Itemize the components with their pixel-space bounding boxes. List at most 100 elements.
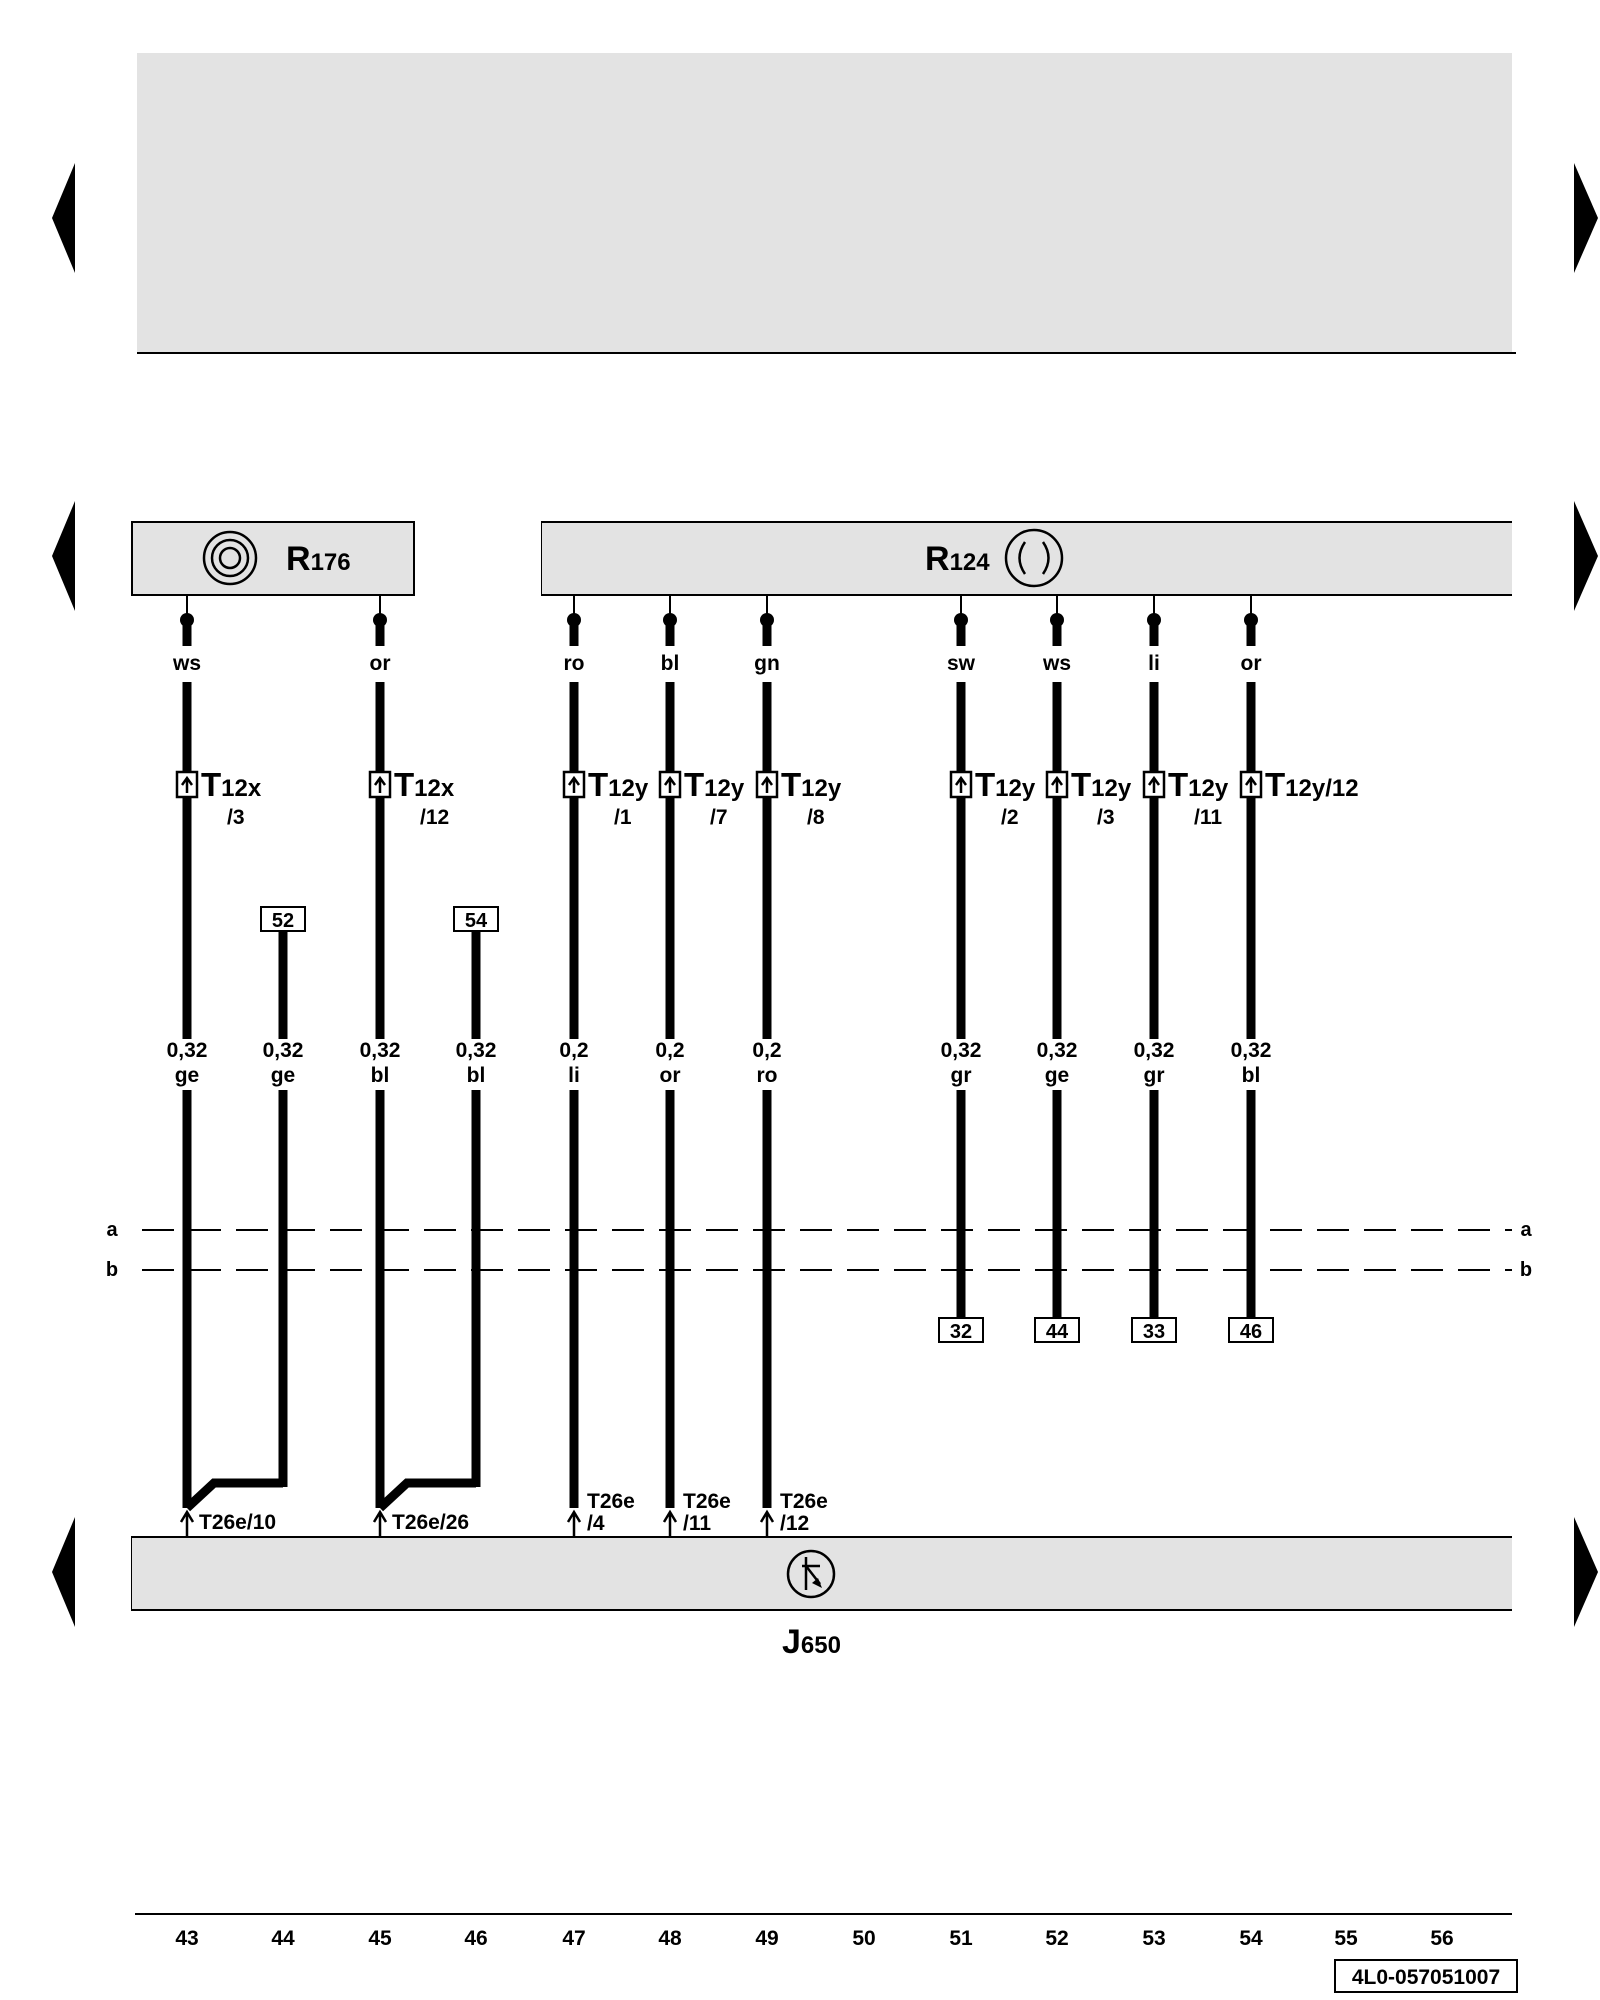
scale-number: 51	[949, 1927, 973, 1950]
wire-segment	[471, 931, 481, 1039]
wire-segment	[956, 797, 966, 1039]
connector-arrow	[180, 775, 194, 793]
connector-label: T12y	[684, 766, 745, 803]
control-unit-icon	[786, 1549, 836, 1599]
wire-stub	[182, 622, 192, 646]
wire-top-color: sw	[947, 652, 976, 675]
wire-segment	[1246, 797, 1256, 1039]
speaker-icon	[202, 530, 258, 586]
wire-color: ge	[1045, 1064, 1070, 1087]
line-label-b-left: b	[106, 1259, 118, 1281]
scale-number: 56	[1430, 1927, 1453, 1950]
ref-number: 44	[1046, 1321, 1069, 1343]
pin-sub-label: /12	[780, 1512, 809, 1535]
connector-label: T12y	[1168, 766, 1229, 803]
wire-segment	[762, 682, 772, 772]
wire-segment	[375, 1090, 385, 1508]
pin-label: T26e/10	[199, 1511, 276, 1534]
scale-number: 50	[852, 1927, 875, 1950]
wire-segment	[1246, 1090, 1256, 1318]
connector-sub-label: /3	[227, 806, 245, 829]
connector-sub-label: /2	[1001, 806, 1019, 829]
scale-number: 49	[755, 1927, 778, 1950]
wire-segment	[375, 797, 385, 1039]
wire-gauge: 0,32	[360, 1039, 401, 1062]
wire-stub	[956, 622, 966, 646]
wire-segment	[1149, 797, 1159, 1039]
scale-number: 52	[1045, 1927, 1068, 1950]
connector-arrow	[1147, 775, 1161, 793]
wire-gauge: 0,32	[941, 1039, 982, 1062]
wire-color: ro	[757, 1064, 778, 1087]
scale-number: 44	[271, 1927, 295, 1950]
pin-arrow-icon	[372, 1509, 388, 1537]
nav-prev-arrow-1[interactable]	[52, 163, 75, 273]
wire-gauge: 0,2	[655, 1039, 684, 1062]
wire-segment	[956, 682, 966, 772]
scale-number: 43	[175, 1927, 198, 1950]
wire-junction	[183, 1478, 283, 1512]
wire-gauge: 0,32	[167, 1039, 208, 1062]
line-label-a-left: a	[106, 1219, 118, 1241]
nav-prev-arrow-2[interactable]	[52, 501, 75, 611]
wire-stub	[1149, 622, 1159, 646]
pin-sub-label: /4	[587, 1512, 605, 1535]
connector-sub-label: /8	[807, 806, 825, 829]
connector-label: T12x	[201, 766, 262, 803]
pin-label: T26e	[683, 1490, 731, 1513]
wire-gauge: 0,2	[559, 1039, 588, 1062]
wire-gauge: 0,32	[1231, 1039, 1272, 1062]
wire-stub	[1246, 622, 1256, 646]
pin-arrow-icon	[179, 1509, 195, 1537]
wire-color: or	[660, 1064, 681, 1087]
wire-color: ge	[271, 1064, 296, 1087]
connector-arrow	[954, 775, 968, 793]
component-label-r124: R124	[925, 540, 990, 578]
wire-segment	[1149, 1090, 1159, 1318]
wire-segment	[278, 1090, 288, 1487]
doc-code: 4L0-057051007	[1352, 1966, 1500, 1989]
connector-arrow	[373, 775, 387, 793]
nav-next-arrow-2[interactable]	[1574, 501, 1598, 611]
wire-top-color: li	[1148, 652, 1160, 675]
connector-arrow	[1050, 775, 1064, 793]
sensor-icon	[1004, 528, 1064, 588]
nav-next-arrow-1[interactable]	[1574, 163, 1598, 273]
pin-label: T26e	[780, 1490, 828, 1513]
connector-arrow	[1244, 775, 1258, 793]
ref-box	[453, 906, 499, 932]
wire-segment	[665, 1090, 675, 1508]
wire-stub	[1052, 622, 1062, 646]
wire-gauge: 0,32	[263, 1039, 304, 1062]
doc-code-box	[1334, 1959, 1518, 1993]
wire-stub	[569, 622, 579, 646]
wire-segment	[762, 797, 772, 1039]
ref-box	[260, 906, 306, 932]
wire-segment	[1246, 682, 1256, 772]
wire-top-color: ws	[1042, 652, 1071, 675]
connector-label: T12y	[588, 766, 649, 803]
wire-segment	[956, 1090, 966, 1318]
wire-color: li	[568, 1064, 580, 1087]
nav-next-arrow-3[interactable]	[1574, 1517, 1598, 1627]
pin-arrow-icon	[662, 1509, 678, 1537]
wire-gauge: 0,32	[1134, 1039, 1175, 1062]
wire-top-color: bl	[661, 652, 680, 675]
wire-segment	[182, 682, 192, 772]
wire-segment	[1052, 682, 1062, 772]
wire-segment	[182, 1090, 192, 1508]
ref-box	[1131, 1317, 1177, 1343]
nav-prev-arrow-3[interactable]	[52, 1517, 75, 1627]
wire-segment	[375, 682, 385, 772]
ref-number: 54	[465, 910, 488, 932]
wire-gauge: 0,32	[456, 1039, 497, 1062]
wire-segment	[278, 931, 288, 1039]
